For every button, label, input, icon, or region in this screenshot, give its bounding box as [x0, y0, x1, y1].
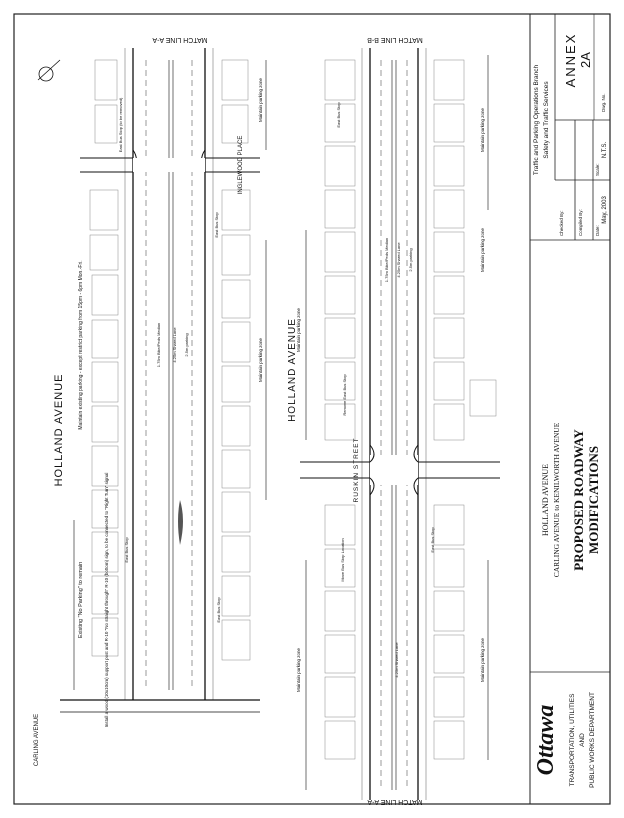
title-line-1: PROPOSED ROADWAY	[571, 429, 586, 571]
left-plan-panel	[37, 48, 267, 713]
title-line-2: MODIFICATIONS	[586, 446, 601, 554]
title-block: Traffic and Parking Operations Branch Sa…	[530, 14, 610, 788]
note-maintain-zone-right-4: Maintain parking zone	[480, 227, 485, 272]
lane-label-right-1: 1.75m Bike/Peds Median	[384, 238, 389, 282]
lane-label-left-2: 4.25m Shared Lane	[172, 327, 177, 363]
dwg-no-label: Dwg. No.	[601, 93, 606, 112]
bus-stop-right-east-1: East Bus Stop	[430, 527, 435, 553]
note-maintain-zone-right-3: Maintain parking zone	[480, 107, 485, 152]
street-label-holland-right: HOLLAND AVENUE	[287, 318, 298, 422]
branch-line-1: Traffic and Parking Operations Branch	[533, 65, 540, 176]
right-plan-panel	[300, 48, 500, 800]
note-maintain-zone-right-2: Maintain parking zone	[296, 647, 301, 692]
checked-by-label: Checked By:	[559, 210, 564, 236]
match-line-top-right: MATCH LINE B-B	[367, 36, 423, 43]
note-maintain-zone-left-top: Maintain parking zone	[258, 77, 263, 122]
annex-label: ANNEX	[563, 33, 578, 88]
dept-line-1: TRANSPORTATION, UTILITIES	[569, 693, 576, 786]
street-label-inglewood: INGLEWOOD PLACE	[238, 136, 244, 195]
date-label: Date:	[595, 225, 600, 236]
project-line-2: CARLING AVENUE to KENILWORTH AVENUE	[552, 422, 561, 577]
lane-label-left-3: 2.5m parking	[184, 333, 189, 356]
note-no-parking-remain: Existing "No Parking" to remain	[78, 562, 84, 638]
match-line-top-left: MATCH LINE A-A	[152, 36, 207, 43]
ottawa-logo: Ottawa	[533, 705, 559, 776]
bus-stop-left-east-3: East Bus Stop	[214, 212, 219, 238]
bus-stop-left-removed: East Bus Stop (to be removed)	[118, 97, 123, 152]
note-install-sign: Install a wood (10x10cm) support post an…	[104, 473, 109, 728]
street-label-ruskin: RUSKIN STREET	[353, 437, 360, 502]
north-arrow-icon	[37, 59, 61, 82]
match-line-bottom-right: MATCH LINE A-A	[367, 798, 422, 805]
note-maintain-except: Maintain existing parking - except restr…	[78, 260, 84, 429]
lane-label-right-4: 4.25m Shared Lane	[394, 642, 399, 678]
svg-text:Ottawa: Ottawa	[533, 705, 559, 776]
street-label-carling: CARLING AVENUE	[34, 714, 40, 766]
compiled-by-label: Compiled By:	[578, 209, 583, 236]
bus-stop-left-east-1: East Bus Stop	[124, 537, 129, 563]
note-maintain-zone-left-mid: Maintain parking zone	[258, 337, 263, 382]
bus-stop-right-remove: Remove East Bus Stop	[342, 374, 347, 416]
scale-label: Scale:	[595, 163, 600, 176]
lane-label-left-1: 1.75m Bike/Peds Median	[156, 323, 161, 367]
bus-stop-right-move: Move Bus Stop Location	[340, 538, 345, 581]
bus-stop-left-east-2: East Bus Stop	[216, 597, 221, 623]
note-maintain-zone-right-5: Maintain parking zone	[480, 637, 485, 682]
dept-line-2: AND	[579, 733, 586, 747]
date-value: May, 2003	[602, 196, 608, 224]
note-maintain-zone-right-1: Maintain parking zone	[296, 307, 301, 352]
dept-line-3: PUBLIC WORKS DEPARTMENT	[589, 692, 596, 788]
annex-number: 2A	[578, 52, 593, 68]
title-block-frame	[529, 13, 611, 805]
lane-label-right-2: 4.25m Shared Lane	[396, 242, 401, 278]
bus-stop-right-east-2: East Bus Stop	[336, 102, 341, 128]
scale-value: N.T.S.	[602, 142, 608, 159]
branch-line-2: Safety and Traffic Services	[543, 81, 550, 159]
project-line-1: HOLLAND AVENUE	[541, 464, 550, 536]
lane-label-right-3: 2.5m parking	[408, 248, 413, 271]
street-label-holland-left: HOLLAND AVENUE	[53, 374, 65, 487]
